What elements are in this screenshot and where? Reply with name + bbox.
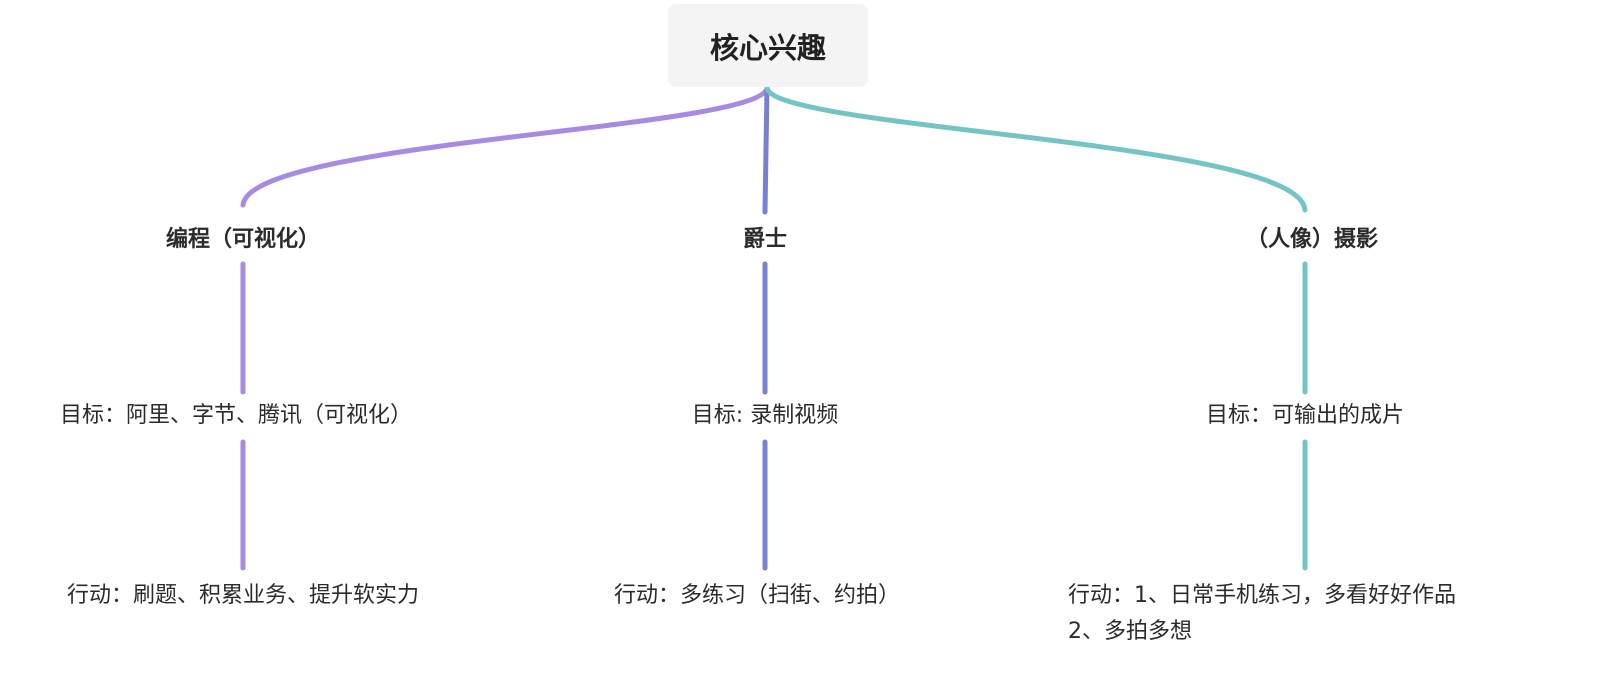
connector-programming [240, 85, 770, 208]
action-programming[interactable]: 行动：刷题、积累业务、提升软实力 [66, 583, 420, 608]
action-photography-line2: 2、多拍多想 [1068, 619, 1192, 644]
branch-jazz[interactable]: 爵士 [742, 227, 788, 252]
goal-photography[interactable]: 目标：可输出的成片 [1205, 403, 1405, 428]
branch-photography[interactable]: （人像）摄影 [1245, 227, 1379, 252]
root-label: 核心兴趣 [709, 30, 826, 65]
action-jazz[interactable]: 行动：多练习（扫街、约拍） [613, 583, 901, 608]
action-photography[interactable]: 行动：1、日常手机练习，多看好好作品 2、多拍多想 [1068, 578, 1456, 650]
connector-jazz [762, 85, 770, 215]
goal-jazz[interactable]: 目标: 录制视频 [691, 403, 839, 428]
connector-photography [764, 85, 1308, 213]
branch-programming[interactable]: 编程（可视化） [165, 227, 321, 252]
root-node[interactable]: 核心兴趣 [668, 4, 868, 87]
action-photography-line1: 行动：1、日常手机练习，多看好好作品 [1068, 583, 1456, 608]
goal-programming[interactable]: 目标：阿里、字节、腾讯（可视化） [59, 403, 413, 428]
